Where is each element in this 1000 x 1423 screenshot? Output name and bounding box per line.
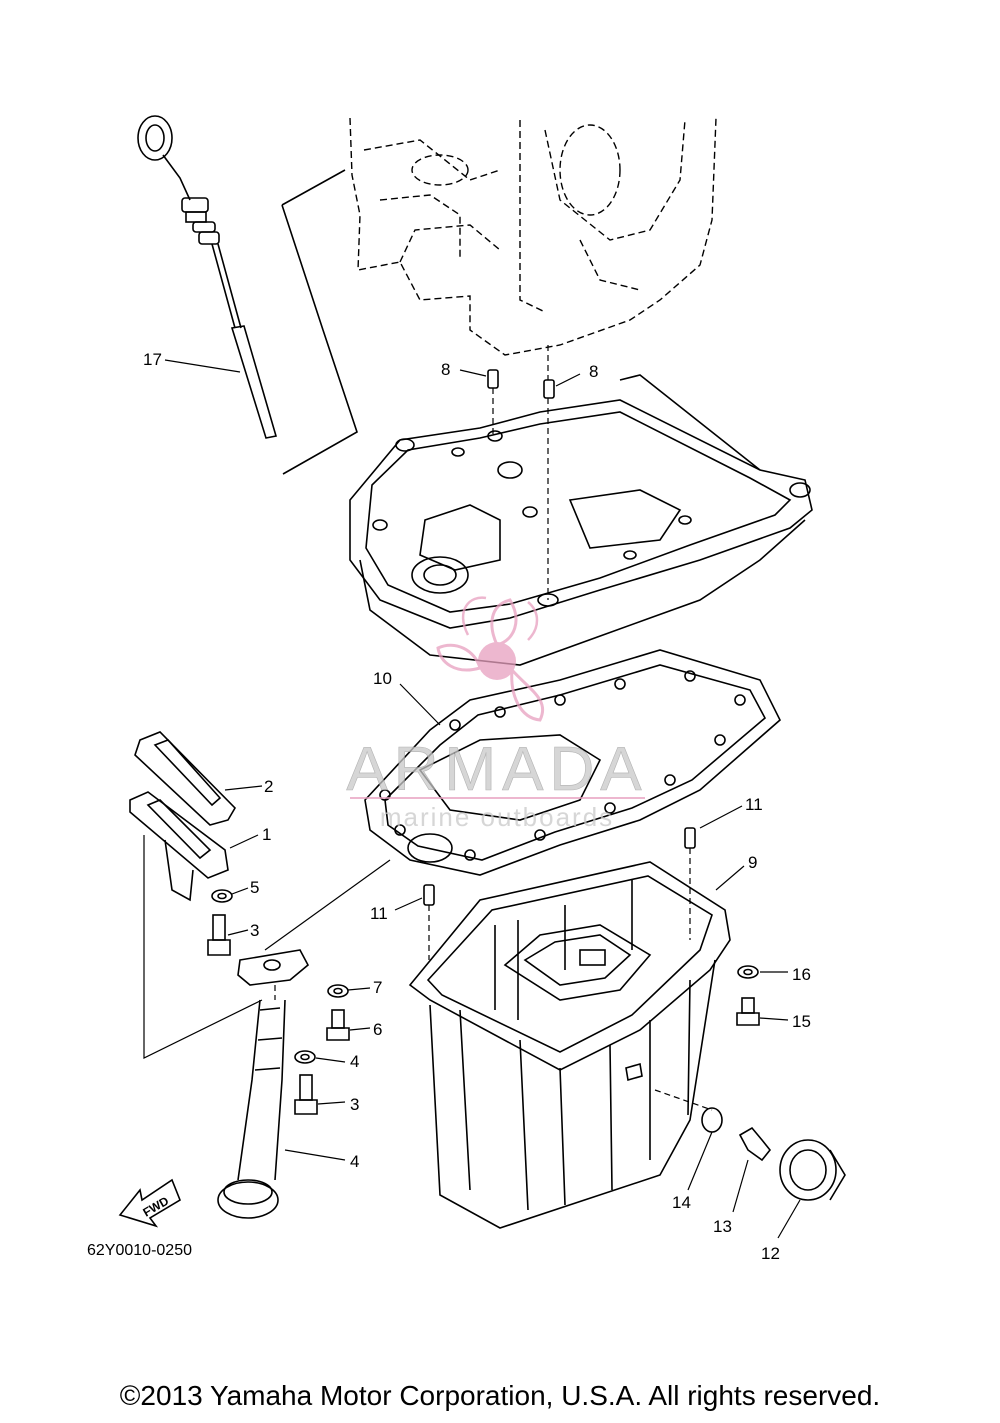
callout-10: 10 [373, 669, 392, 688]
strainer-cover [129, 731, 236, 902]
callout-3-upper: 3 [250, 921, 259, 940]
oil-strainer [217, 949, 310, 1219]
callout-12: 12 [761, 1244, 780, 1263]
callout-6: 6 [373, 1020, 382, 1039]
callout-8-right: 8 [589, 362, 598, 381]
engine-block-outline [349, 117, 717, 356]
callout-14: 14 [672, 1193, 691, 1212]
callout-4-lower: 4 [350, 1052, 359, 1071]
oil-pan [408, 861, 731, 1229]
copyright-notice: ©2013 Yamaha Motor Corporation, U.S.A. A… [119, 1380, 881, 1411]
watermark-brand: ARMADA [346, 735, 647, 804]
callout-8-left: 8 [441, 360, 450, 379]
callout-11-left: 11 [370, 904, 388, 923]
watermark-tagline: marine outboards [380, 802, 614, 832]
callout-16: 16 [792, 965, 811, 984]
callout-9: 9 [748, 853, 757, 872]
callout-labels: 17 8 8 10 2 1 11 9 5 11 3 16 7 15 6 4 3 … [143, 350, 811, 1263]
callout-3-lower: 3 [350, 1095, 359, 1114]
watermark-logo: ARMADA marine outboards [346, 596, 647, 832]
callout-4-upper: 5 [250, 878, 259, 897]
callout-13: 13 [713, 1217, 732, 1236]
callout-17: 17 [143, 350, 162, 369]
oil-pan-upper-plate [349, 374, 813, 666]
callout-5: 4 [350, 1152, 359, 1171]
dipstick [137, 115, 358, 475]
fwd-arrow: FWD [118, 1178, 181, 1228]
callout-11-right: 11 [745, 795, 763, 814]
leader-lines [143, 359, 801, 1239]
callout-1: 1 [262, 825, 271, 844]
hardware [207, 369, 846, 1201]
diagram-reference-code: 62Y0010-0250 [87, 1242, 192, 1259]
callout-7: 7 [373, 978, 382, 997]
alignment-lines [274, 345, 713, 1111]
callout-2: 2 [264, 777, 273, 796]
gasket [364, 649, 781, 876]
callout-15: 15 [792, 1012, 811, 1031]
